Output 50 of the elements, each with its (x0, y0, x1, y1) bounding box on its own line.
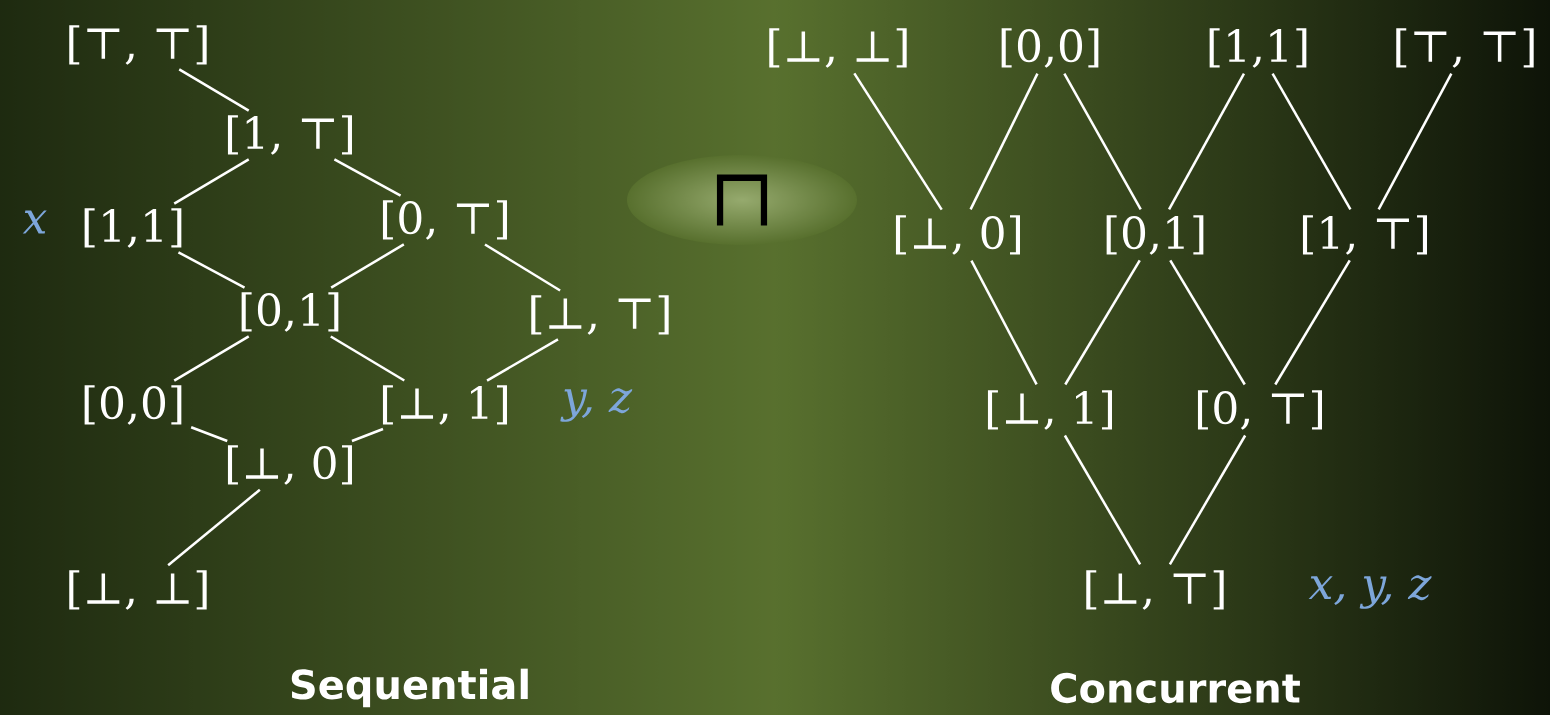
hasse-edge (970, 259, 1038, 385)
lattice-element: [⊥, 0] (227, 445, 352, 485)
lattice-element: [0,1] (1106, 215, 1204, 255)
lattice-element: [⊥, ⊥] (69, 570, 207, 610)
hasse-edge (486, 338, 559, 382)
variable-label: x (22, 210, 47, 234)
hasse-edge (1168, 434, 1247, 566)
variable-label: y, z (560, 388, 633, 422)
hasse-edge (1167, 72, 1246, 211)
lattice-element: [⊥, ⊥] (769, 28, 907, 68)
lattice-element: [⊤, ⊤] (69, 25, 207, 65)
hasse-edge (1377, 72, 1453, 211)
hasse-edge (177, 251, 246, 289)
hasse-edge (333, 158, 402, 197)
lattice-element: [⊥, ⊤] (531, 295, 669, 335)
hasse-edge (351, 427, 384, 443)
hasse-edge (969, 73, 1039, 210)
hasse-edge (173, 335, 250, 382)
lattice-element: [0,0] (1001, 28, 1099, 68)
hasse-edge (1274, 259, 1351, 386)
hasse-edge (330, 243, 405, 289)
hasse-edge (173, 158, 250, 205)
lattice-element: [1, ⊤] (227, 115, 352, 155)
hasse-edge (1169, 259, 1246, 386)
lattice-element: [⊤, ⊤] (1396, 28, 1534, 68)
lattice-element: [1,1] (84, 208, 182, 248)
lattice-element: [0, ⊤] (382, 200, 507, 240)
lattice-element: [⊥, 0] (895, 215, 1020, 255)
section-title: Concurrent (1051, 672, 1300, 704)
hasse-edge (1271, 72, 1352, 211)
hasse-edge (178, 68, 250, 112)
lattice-element: [0, ⊤] (1197, 390, 1322, 430)
lattice-element: [⊥, ⊤] (1086, 570, 1224, 610)
lattice-element: [1, ⊤] (1302, 215, 1427, 255)
hasse-edge (1063, 434, 1142, 566)
hasse-edge (167, 488, 261, 567)
lattice-element: [⊥, 1] (382, 385, 507, 425)
hasse-edge (853, 72, 943, 211)
meet-symbol: ⊓ (716, 174, 768, 226)
section-title: Sequential (291, 668, 528, 708)
lattice-element: [⊥, 1] (987, 390, 1112, 430)
lattice-element: [0,1] (241, 292, 339, 332)
hasse-edge (1063, 72, 1142, 211)
hasse-edge (1064, 259, 1141, 386)
hasse-edge (330, 335, 405, 382)
lattice-element: [0,0] (84, 385, 182, 425)
hasse-edge (190, 426, 228, 443)
hasse-edge (484, 243, 561, 292)
lattice-element: [1,1] (1209, 28, 1307, 68)
variable-label: x, y, z (1308, 575, 1432, 609)
